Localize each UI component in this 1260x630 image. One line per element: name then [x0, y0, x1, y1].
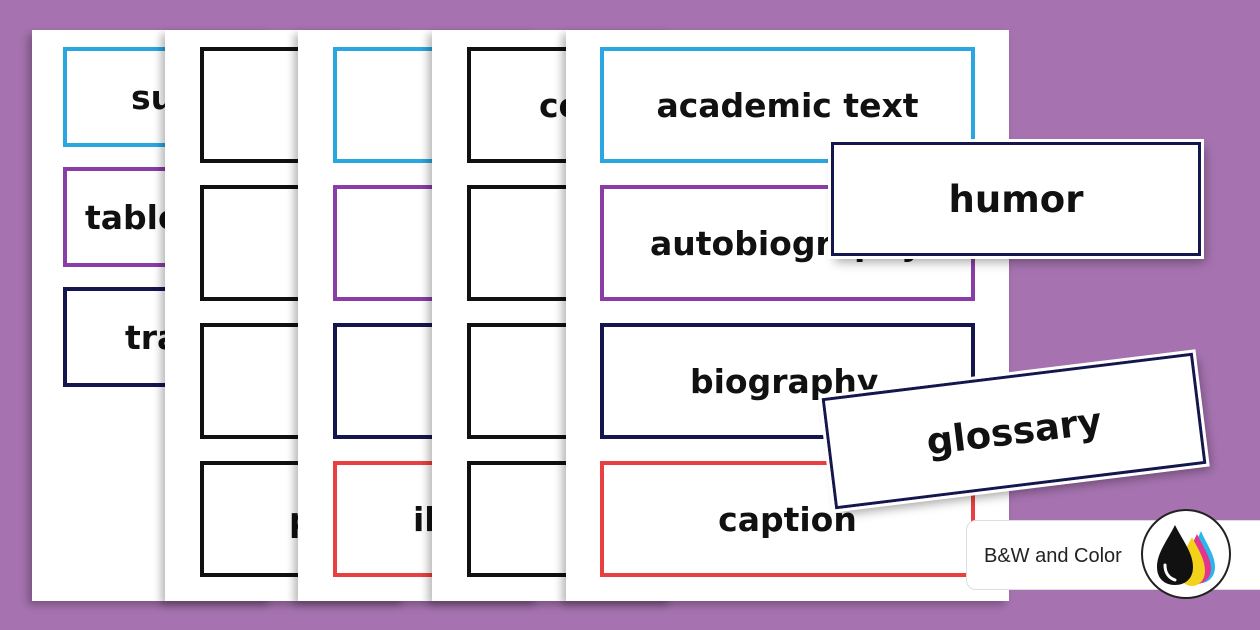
color-mode-label: B&W and Color [984, 545, 1122, 567]
humor-card-text: humor [948, 177, 1084, 221]
word-card-text: academic text [656, 85, 919, 125]
word-card-text: table [85, 197, 181, 237]
word-card: caption [600, 461, 975, 577]
glossary-card-text: glossary [924, 398, 1104, 464]
ink-drops-graphic [1157, 525, 1215, 586]
word-card-sheet-5: academic text autobiography biography ca… [566, 30, 1009, 601]
word-card-text: caption [718, 499, 857, 539]
word-card: biography [600, 323, 975, 439]
ink-drops-icon [1141, 509, 1231, 599]
word-card-text: il [413, 499, 436, 539]
humor-card: humor [828, 139, 1204, 259]
